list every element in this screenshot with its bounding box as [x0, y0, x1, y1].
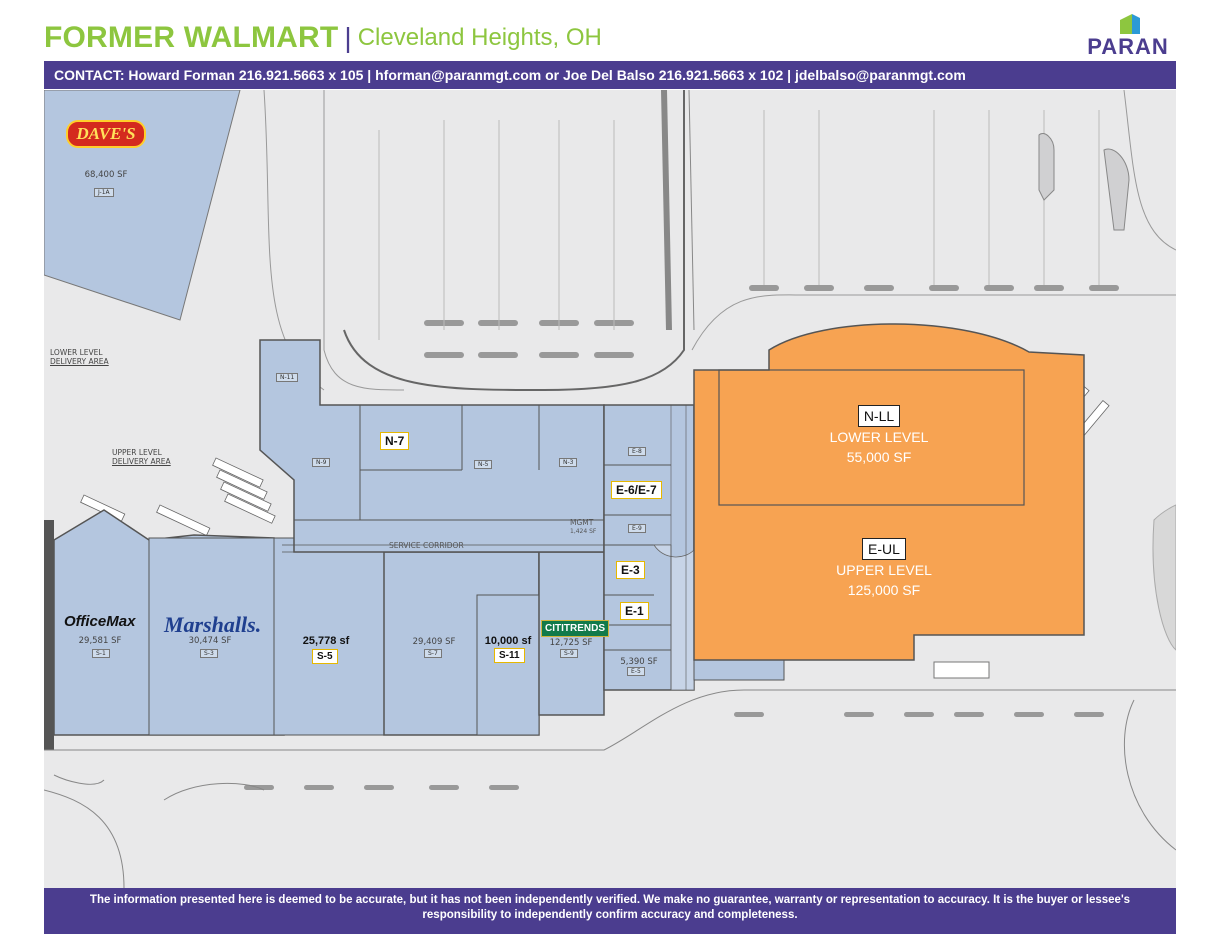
- walmart-lower-level: N-LL LOWER LEVEL 55,000 SF: [804, 405, 954, 467]
- officemax-logo: OfficeMax: [64, 613, 136, 630]
- unit-e6-e7: E-6/E-7: [611, 481, 662, 499]
- e5-unit: E-5: [627, 667, 645, 676]
- n-ll-unit: N-LL: [857, 405, 901, 427]
- unit-e1: E-1: [620, 602, 649, 620]
- s7-sf: 29,409 SF: [412, 637, 456, 647]
- paran-logo-text: PARAN: [1087, 34, 1169, 59]
- n-ll-level: LOWER LEVEL: [829, 429, 929, 445]
- officemax-unit: S-1: [92, 649, 110, 658]
- unit-e3: E-3: [616, 561, 645, 579]
- mgmt-label: MGMT: [570, 518, 594, 527]
- daves-sf: 68,400 SF: [84, 170, 128, 180]
- marshalls-unit: S-3: [200, 649, 218, 658]
- s7-unit: S-7: [424, 649, 442, 658]
- s11-sf: 10,000 sf: [484, 635, 532, 647]
- s11-unit: S-11: [494, 648, 525, 663]
- disclaimer-footer: The information presented here is deemed…: [44, 888, 1176, 934]
- unit-n3: N-3: [559, 458, 578, 467]
- unit-n5: N-5: [474, 460, 493, 469]
- service-corridor-label: SERVICE CORRIDOR: [389, 541, 464, 550]
- title-location: Cleveland Heights, OH: [357, 24, 602, 51]
- unit-n7: N-7: [380, 432, 410, 450]
- contact-bar: CONTACT: Howard Forman 216.921.5663 x 10…: [44, 61, 1176, 89]
- unit-n11: N-11: [276, 373, 299, 382]
- s5-unit: S-5: [312, 649, 338, 664]
- officemax-sf: 29,581 SF: [78, 636, 122, 646]
- daves-unit: J-1A: [94, 188, 114, 197]
- title-main: FORMER WALMART: [44, 21, 339, 54]
- unit-e8: E-8: [628, 447, 646, 456]
- cititrends-logo: CITITRENDS: [541, 620, 609, 637]
- site-plan-drawing: [44, 90, 1176, 888]
- unit-e9: E-9: [628, 524, 646, 533]
- cititrends-sf: 12,725 SF: [549, 638, 593, 648]
- page-title: FORMER WALMART | Cleveland Heights, OH: [44, 20, 602, 56]
- e-ul-unit: E-UL: [862, 538, 906, 560]
- e-ul-sf: 125,000 SF: [847, 582, 921, 598]
- title-separator: |: [344, 22, 352, 53]
- daves-logo-text: DAVE'S: [66, 120, 146, 148]
- marshalls-sf: 30,474 SF: [188, 636, 232, 646]
- n-ll-sf: 55,000 SF: [846, 449, 912, 465]
- e5-sf: 5,390 SF: [620, 657, 658, 667]
- daves-logo: DAVE'S: [58, 120, 154, 148]
- cititrends-unit: S-9: [560, 649, 578, 658]
- s5-sf: 25,778 sf: [302, 635, 350, 647]
- e-ul-level: UPPER LEVEL: [836, 562, 932, 578]
- paran-logo-icon: [1120, 14, 1140, 34]
- unit-n9: N-9: [312, 458, 331, 467]
- marshalls-logo: Marshalls.: [164, 612, 262, 637]
- mgmt-sf: 1,424 SF: [570, 528, 597, 535]
- walmart-upper-level: E-UL UPPER LEVEL 125,000 SF: [809, 538, 959, 600]
